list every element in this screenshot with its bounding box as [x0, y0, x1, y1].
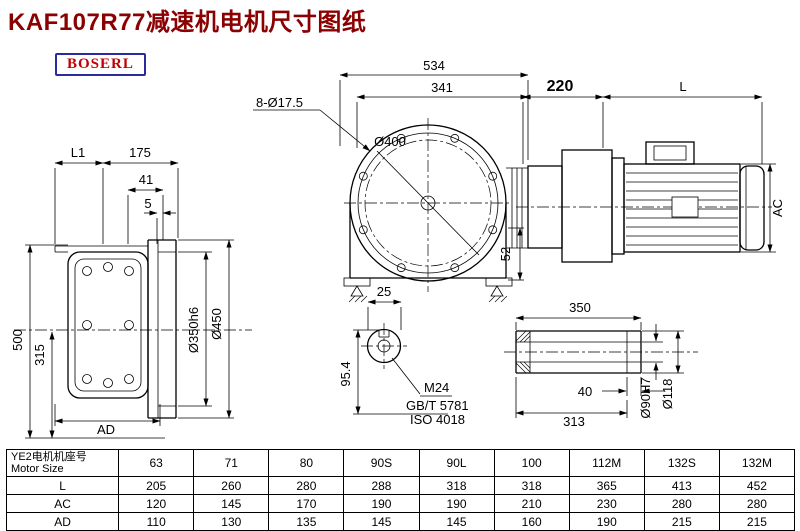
- motor-dimension-table: YE2电机机座号 Motor Size 63 71 80 90S 90L 100…: [5, 449, 796, 531]
- dim-AD-label: AD: [97, 422, 115, 437]
- motor-size-header-cell: YE2电机机座号 Motor Size: [5, 449, 120, 477]
- table-cell: 413: [643, 476, 720, 495]
- side-view-drawing: L1 175 41 5 500 315 Ø350h6 Ø450 A: [10, 145, 252, 439]
- dim-5-label: 5: [144, 196, 151, 211]
- standard-gb-label: GB/T 5781: [406, 398, 469, 413]
- front-view-drawing: Ø400 534 341 8-Ø17.5 52: [253, 58, 529, 303]
- table-cell: 318: [418, 476, 495, 495]
- table-col-header: 90L: [418, 449, 495, 477]
- dim-500-label: 500: [10, 329, 25, 351]
- table-cell: 452: [718, 476, 796, 495]
- dim-41-label: 41: [139, 172, 153, 187]
- hub-dia-label: Ø118: [660, 379, 675, 410]
- bolt-holes-label: 8-Ø17.5: [256, 95, 303, 110]
- flange-dia-label: Ø400: [374, 134, 406, 149]
- row-label: AC: [5, 494, 120, 513]
- row-label: L: [5, 476, 120, 495]
- table-col-header: 90S: [343, 449, 420, 477]
- table-cell: 280: [268, 476, 345, 495]
- table-cell: 145: [418, 512, 495, 531]
- table-cell: 145: [193, 494, 270, 513]
- table-cell: 288: [343, 476, 420, 495]
- table-col-header: 71: [193, 449, 270, 477]
- table-row-AD: AD 110 130 135 145 145 160 190 215 215: [5, 512, 796, 531]
- table-col-header: 132S: [643, 449, 720, 477]
- bore-dia-label: Ø90H7: [638, 377, 653, 418]
- dim-52-label: 52: [498, 247, 513, 261]
- table-row-L: L 205 260 280 288 318 318 365 413 452: [5, 476, 796, 495]
- table-cell: 120: [118, 494, 195, 513]
- table-cell: 280: [643, 494, 720, 513]
- dim-L-label: L: [679, 79, 686, 94]
- table-col-header: 63: [118, 449, 195, 477]
- standard-iso-label: ISO 4018: [410, 412, 465, 427]
- boserl-logo-text: BOSERL: [67, 56, 134, 72]
- dim-AC-label: AC: [770, 199, 785, 217]
- dim-341-label: 341: [431, 80, 453, 95]
- table-row-AC: AC 120 145 170 190 190 210 230 280 280: [5, 494, 796, 513]
- thread-label: M24: [424, 380, 449, 395]
- table-col-header: 100: [493, 449, 570, 477]
- dim-220-label: 220: [547, 78, 574, 95]
- shaft-end-view-drawing: 25 95.4 M24 GB/T 5781 ISO 4018: [338, 284, 469, 427]
- table-cell: 205: [118, 476, 195, 495]
- dim-175-label: 175: [129, 145, 151, 160]
- dim-40-label: 40: [578, 384, 592, 399]
- output-shaft-view-drawing: 350 40 313 Ø90H7 Ø118: [504, 300, 698, 429]
- table-cell: 170: [268, 494, 345, 513]
- dim-L1-label: L1: [71, 145, 85, 160]
- dim-350-label: 350: [569, 300, 591, 315]
- row-label: AD: [5, 512, 120, 531]
- table-cell: 190: [418, 494, 495, 513]
- table-col-header: 112M: [568, 449, 645, 477]
- table-cell: 130: [193, 512, 270, 531]
- spigot-dia-label: Ø350h6: [186, 307, 201, 353]
- table-cell: 145: [343, 512, 420, 531]
- table-col-header: 80: [268, 449, 345, 477]
- table-cell: 160: [493, 512, 570, 531]
- flange-outer-dia-label: Ø450: [209, 308, 224, 340]
- table-cell: 215: [718, 512, 796, 531]
- table-cell: 210: [493, 494, 570, 513]
- motor-view-drawing: 220 L AC: [516, 78, 785, 263]
- table-cell: 365: [568, 476, 645, 495]
- table-cell: 110: [118, 512, 195, 531]
- table-col-header: 132M: [718, 449, 796, 477]
- table-cell: 230: [568, 494, 645, 513]
- page-title: KAF107R77减速机电机尺寸图纸: [8, 9, 367, 36]
- dim-95-4-label: 95.4: [338, 361, 353, 386]
- table-cell: 318: [493, 476, 570, 495]
- table-cell: 215: [643, 512, 720, 531]
- dim-315-label: 315: [32, 344, 47, 366]
- motor-size-header-cn: YE2电机机座号: [11, 451, 87, 463]
- dim-313-label: 313: [563, 414, 585, 429]
- table-cell: 190: [568, 512, 645, 531]
- motor-size-header-en: Motor Size: [11, 463, 64, 475]
- boserl-logo: BOSERL: [55, 53, 146, 76]
- table-cell: 260: [193, 476, 270, 495]
- table-header-row: YE2电机机座号 Motor Size 63 71 80 90S 90L 100…: [5, 449, 796, 477]
- technical-drawing-canvas: Ø400 534 341 8-Ø17.5 52: [10, 58, 785, 439]
- table-cell: 135: [268, 512, 345, 531]
- table-cell: 190: [343, 494, 420, 513]
- dim-25-label: 25: [377, 284, 391, 299]
- table-cell: 280: [718, 494, 796, 513]
- dim-534-label: 534: [423, 58, 445, 73]
